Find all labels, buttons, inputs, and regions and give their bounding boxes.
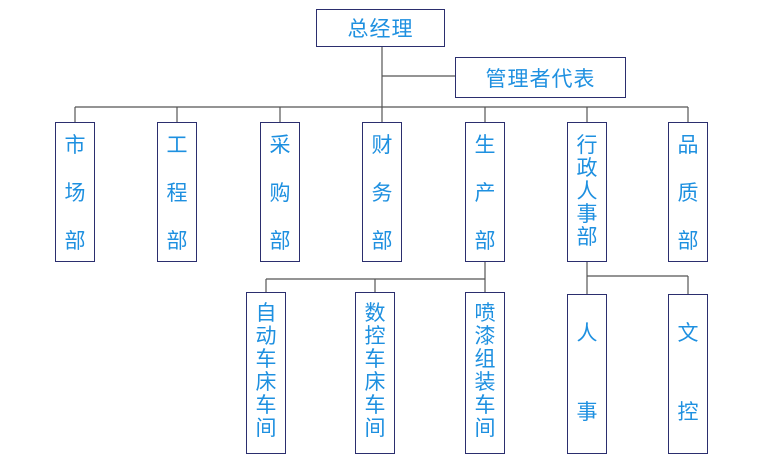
node-unit-document-control: 文控 <box>668 294 708 454</box>
node-label-char: 控 <box>677 400 699 424</box>
node-label-char: 事 <box>576 202 598 226</box>
node-label-char: 财 <box>371 133 393 157</box>
node-label-char: 部 <box>474 229 496 253</box>
node-label-char: 组 <box>474 347 496 371</box>
node-label-char: 车 <box>255 393 277 417</box>
node-label-char: 部 <box>576 225 598 249</box>
node-label-char: 人 <box>576 321 598 345</box>
node-workshop-auto-lathe: 自动车床车间 <box>246 292 286 454</box>
node-unit-hr: 人事 <box>567 294 607 454</box>
node-label-char: 间 <box>474 416 496 440</box>
node-label-char: 自 <box>255 301 277 325</box>
node-label-char: 采 <box>269 133 291 157</box>
node-label-char: 部 <box>166 229 188 253</box>
node-label-char: 事 <box>576 400 598 424</box>
node-label-char: 漆 <box>474 324 496 348</box>
node-label-char: 人 <box>576 179 598 203</box>
node-department-market: 市场部 <box>55 122 95 262</box>
node-label-char: 控 <box>364 324 386 348</box>
node-label-char: 装 <box>474 370 496 394</box>
node-department-production: 生产部 <box>465 122 505 262</box>
node-label-char: 部 <box>64 229 86 253</box>
node-label-char: 车 <box>255 347 277 371</box>
node-label-char: 务 <box>371 181 393 205</box>
node-label-char: 部 <box>371 229 393 253</box>
node-label-char: 部 <box>269 229 291 253</box>
node-label-char: 程 <box>166 181 188 205</box>
node-department-admin: 行政人事部 <box>567 122 607 262</box>
node-workshop-spray: 喷漆组装车间 <box>465 292 505 454</box>
node-general-manager: 总经理 <box>316 9 445 47</box>
node-workshop-cnc-lathe: 数控车床车间 <box>355 292 395 454</box>
node-department-engineering: 工程部 <box>157 122 197 262</box>
node-label-char: 喷 <box>474 301 496 325</box>
node-department-finance: 财务部 <box>362 122 402 262</box>
node-label-char: 数 <box>364 301 386 325</box>
node-label-char: 床 <box>255 370 277 394</box>
node-label-char: 政 <box>576 156 598 180</box>
node-label-char: 场 <box>64 181 86 205</box>
node-label-char: 间 <box>255 416 277 440</box>
node-department-purchasing: 采购部 <box>260 122 300 262</box>
node-label-char: 质 <box>677 181 699 205</box>
node-label-char: 行 <box>576 133 598 157</box>
node-label-char: 产 <box>474 181 496 205</box>
node-department-quality: 品质部 <box>668 122 708 262</box>
node-label-char: 购 <box>269 181 291 205</box>
node-label-char: 车 <box>474 393 496 417</box>
node-management-representative: 管理者代表 <box>455 57 626 98</box>
node-label-char: 品 <box>677 133 699 157</box>
node-label-char: 间 <box>364 416 386 440</box>
node-label-char: 文 <box>677 321 699 345</box>
node-label-char: 市 <box>64 133 86 157</box>
node-label-char: 生 <box>474 133 496 157</box>
node-label-char: 车 <box>364 347 386 371</box>
node-label-char: 动 <box>255 324 277 348</box>
node-label-char: 床 <box>364 370 386 394</box>
node-label-char: 车 <box>364 393 386 417</box>
node-label-char: 工 <box>166 133 188 157</box>
node-label-char: 部 <box>677 229 699 253</box>
